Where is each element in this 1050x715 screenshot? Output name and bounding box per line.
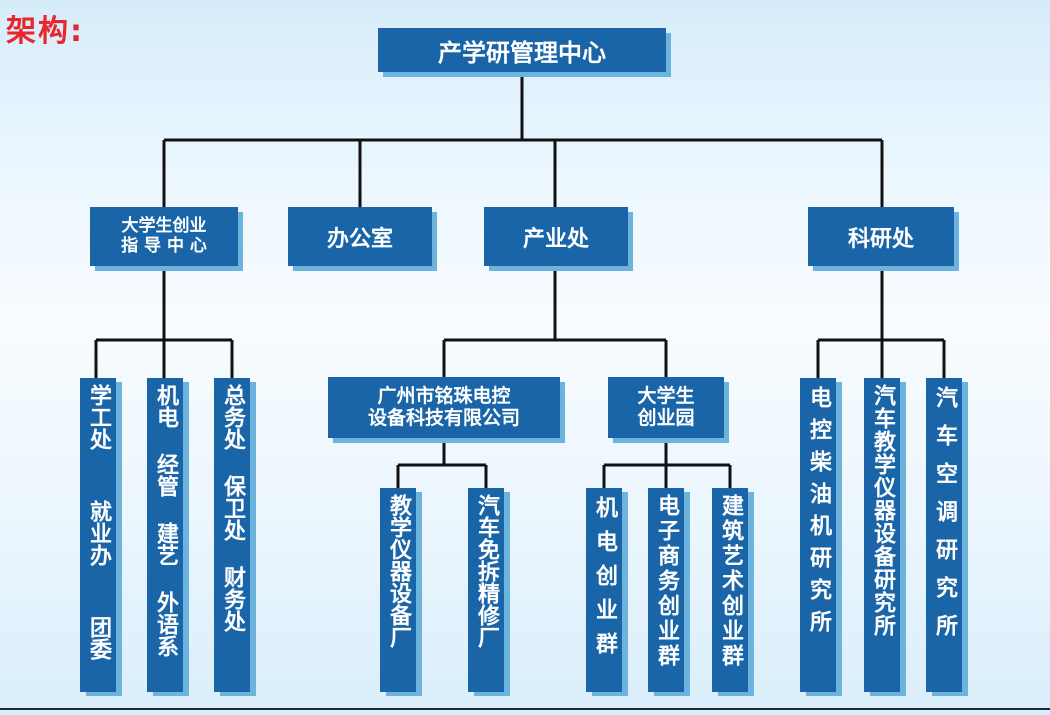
- company-child-label: 汽车免拆精修厂: [474, 494, 499, 648]
- research-child-node: 汽车教学仪器设备研究所: [864, 378, 900, 692]
- page-title: 架构:: [6, 14, 84, 49]
- company-child-label: 教学仪器设备厂: [386, 494, 411, 648]
- research-child-label: 电控柴油机研究所: [806, 386, 831, 642]
- research-child-node: 汽车空调研究所: [926, 378, 962, 692]
- innovation-center-label: 大学生创业 指 导 中 心: [121, 215, 207, 256]
- park-child-label: 建筑艺术创业群: [718, 494, 743, 669]
- innovation-child-label: 总务处 保卫处 财务处: [220, 384, 245, 632]
- innovation-center-node: 大学生创业 指 导 中 心: [90, 207, 238, 266]
- company-node: 广州市铭珠电控 设备科技有限公司: [328, 377, 560, 438]
- company-child-node: 教学仪器设备厂: [380, 488, 416, 692]
- innovation-child-label: 学工处 就业办 团委: [86, 384, 111, 660]
- research-child-label: 汽车教学仪器设备研究所: [870, 384, 895, 637]
- park-child-node: 电子商务创业群: [648, 488, 684, 692]
- root-node: 产学研管理中心: [378, 28, 666, 72]
- research-child-label: 汽车空调研究所: [932, 386, 957, 652]
- innovation-child-node: 总务处 保卫处 财务处: [214, 378, 250, 692]
- park-node: 大学生 创业园: [608, 377, 724, 438]
- industry-dept-label: 产业处: [522, 226, 589, 252]
- park-label: 大学生 创业园: [637, 384, 695, 429]
- research-dept-label: 科研处: [847, 226, 914, 252]
- company-child-node: 汽车免拆精修厂: [468, 488, 504, 692]
- office-label: 办公室: [326, 226, 393, 252]
- company-label: 广州市铭珠电控 设备科技有限公司: [367, 384, 520, 429]
- research-child-node: 电控柴油机研究所: [800, 378, 836, 692]
- park-child-label: 机电创业群: [592, 496, 617, 666]
- bottom-divider: [0, 708, 1050, 710]
- park-child-node: 建筑艺术创业群: [712, 488, 748, 692]
- innovation-child-label: 机电 经管 建艺 外语系: [153, 384, 178, 657]
- root-node-label: 产学研管理中心: [438, 38, 606, 67]
- industry-dept-node: 产业处: [484, 207, 628, 266]
- research-dept-node: 科研处: [808, 207, 954, 266]
- office-node: 办公室: [288, 207, 432, 266]
- park-child-node: 机电创业群: [586, 488, 622, 692]
- innovation-child-node: 机电 经管 建艺 外语系: [147, 378, 183, 692]
- innovation-child-node: 学工处 就业办 团委: [80, 378, 116, 692]
- park-child-label: 电子商务创业群: [654, 494, 679, 669]
